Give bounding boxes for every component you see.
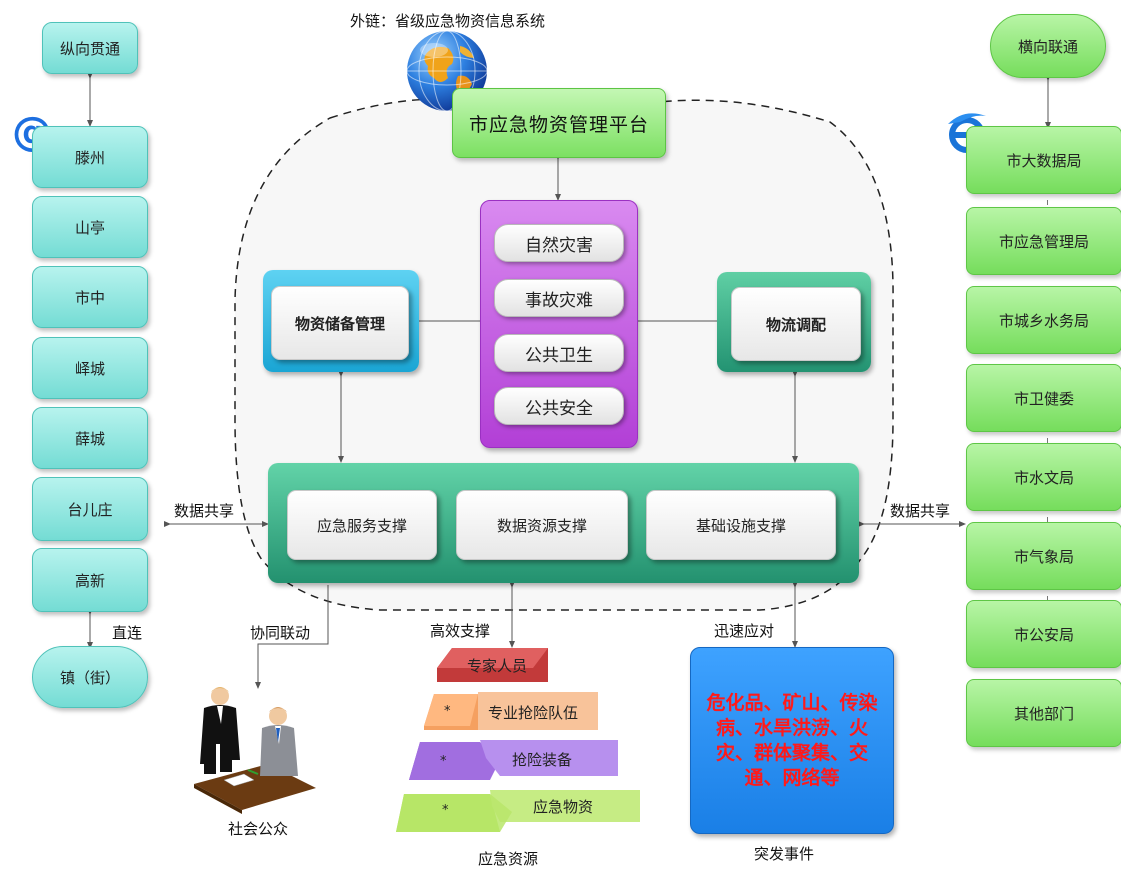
- data-share-right-label: 数据共享: [890, 502, 951, 520]
- coordination-label: 协同联动: [250, 624, 311, 642]
- dept-box-water-affairs: 市城乡水务局: [966, 286, 1121, 354]
- county-box-shanting: 山亭: [32, 196, 148, 258]
- external-link-label: 外链：省级应急物资信息系统: [350, 12, 546, 30]
- dept-box-meteorology: 市气象局: [966, 522, 1121, 590]
- dept-box-health-commission: 市卫健委: [966, 364, 1121, 432]
- county-box-shizhong: 市中: [32, 266, 148, 328]
- storage-mgmt-box: 物资储备管理: [271, 286, 409, 360]
- events-text: 危化品、矿山、传染病、水旱洪涝、火灾、群体聚集、交通、网络等: [706, 691, 878, 789]
- direct-connect-label: 直连: [112, 624, 143, 642]
- disaster-public-safety: 公共安全: [494, 387, 624, 425]
- resource-marker-2: *: [440, 754, 447, 769]
- resource-experts: 专家人员: [467, 657, 528, 675]
- resources-label: 应急资源: [478, 850, 539, 868]
- resource-marker-3: *: [442, 803, 449, 818]
- support-data-resource: 数据资源支撑: [456, 490, 628, 560]
- dept-box-big-data: 市大数据局: [966, 126, 1121, 194]
- disaster-accident: 事故灾难: [494, 279, 624, 317]
- dept-box-public-security: 市公安局: [966, 600, 1121, 668]
- horizontal-connect-box: 横向联通: [990, 14, 1106, 78]
- platform-title-box: 市应急物资管理平台: [452, 88, 666, 158]
- events-box: 危化品、矿山、传染病、水旱洪涝、火灾、群体聚集、交通、网络等: [690, 647, 894, 834]
- dept-box-hydrology: 市水文局: [966, 443, 1121, 511]
- resource-rescue-team: 专业抢险队伍: [488, 704, 579, 722]
- vertical-connect-box: 纵向贯通: [42, 22, 138, 74]
- dept-box-emergency-mgmt: 市应急管理局: [966, 207, 1121, 275]
- county-box-gaoxin: 高新: [32, 548, 148, 612]
- disaster-natural: 自然灾害: [494, 224, 624, 262]
- public-label: 社会公众: [228, 820, 289, 838]
- town-box: 镇（街）: [32, 646, 148, 708]
- disaster-public-health: 公共卫生: [494, 334, 624, 372]
- efficient-support-label: 高效支撑: [430, 622, 491, 640]
- rapid-response-label: 迅速应对: [714, 622, 775, 640]
- dept-box-other: 其他部门: [966, 679, 1121, 747]
- support-emergency-service: 应急服务支撑: [287, 490, 437, 560]
- support-infrastructure: 基础设施支撑: [646, 490, 836, 560]
- county-box-xuecheng: 薛城: [32, 407, 148, 469]
- county-box-yicheng: 峄城: [32, 337, 148, 399]
- events-label: 突发事件: [754, 845, 815, 863]
- county-box-taierzhuang: 台儿庄: [32, 477, 148, 541]
- resource-equipment: 抢险装备: [512, 751, 573, 769]
- county-box-tengzhou: 滕州: [32, 126, 148, 188]
- business-people-icon: [190, 684, 320, 818]
- resource-materials: 应急物资: [533, 798, 594, 816]
- resource-marker-1: *: [444, 704, 451, 719]
- data-share-left-label: 数据共享: [174, 502, 235, 520]
- logistics-box: 物流调配: [731, 287, 861, 361]
